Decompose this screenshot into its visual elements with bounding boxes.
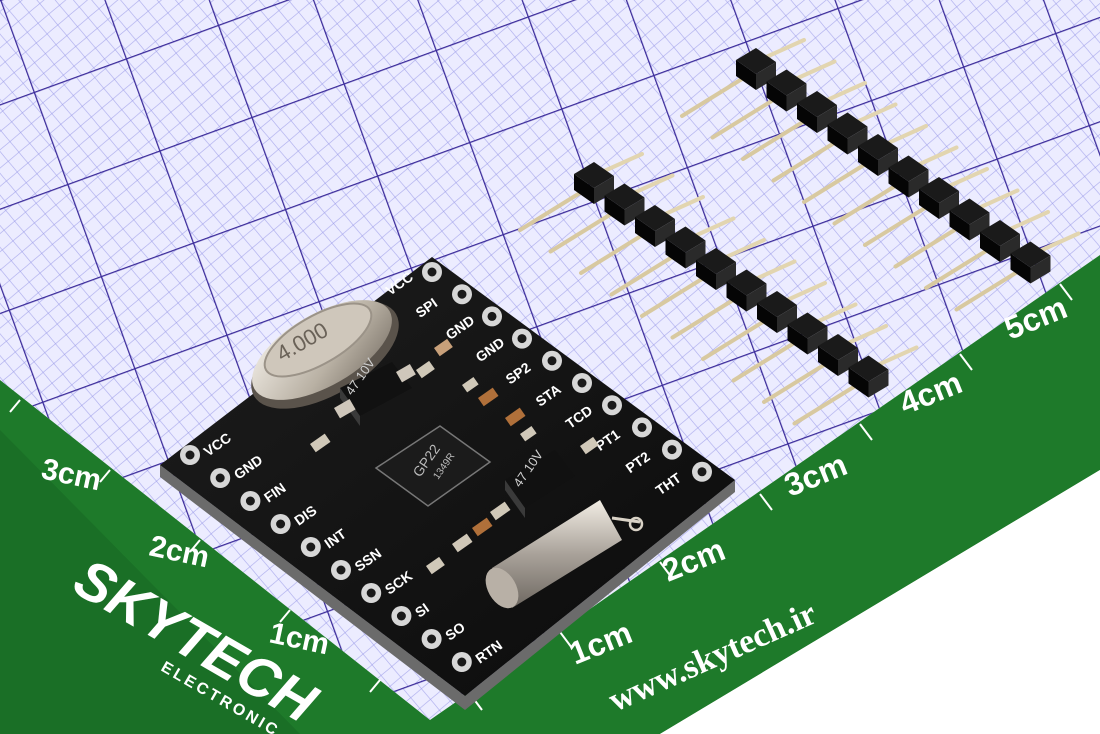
header-short-pin	[579, 195, 705, 275]
pad-hole	[245, 496, 255, 506]
crystal-32khz	[485, 500, 644, 609]
header-short-pin	[792, 345, 919, 426]
pad-hole	[607, 400, 617, 410]
header-short-pin	[609, 216, 736, 297]
pin-header-long	[680, 38, 1081, 312]
pad-hole	[306, 542, 316, 552]
pads-left	[180, 445, 472, 672]
pads-right	[422, 262, 712, 482]
pad-hole	[457, 289, 467, 299]
header-long-pin	[771, 102, 898, 183]
header-short-pin	[518, 152, 644, 232]
header-short-pin	[762, 324, 888, 404]
header-short-pin	[731, 302, 858, 383]
pad-hole	[667, 445, 677, 455]
smd-components	[310, 338, 599, 575]
tdc-gp22-chip: GP22 1349R	[374, 425, 492, 507]
pad-hole	[697, 467, 707, 477]
pad-hole	[276, 519, 286, 529]
ruler-right-ticks	[469, 283, 1073, 711]
header-long-pin	[802, 124, 928, 204]
pin-header-short	[518, 152, 919, 426]
pad-hole	[427, 634, 437, 644]
header-long-pin	[893, 188, 1020, 269]
pad-hole	[517, 334, 527, 344]
pad-hole	[547, 356, 557, 366]
crystal-4mhz: 4.000	[251, 300, 399, 409]
pad-hole	[336, 565, 346, 575]
ruler-right	[430, 255, 1100, 734]
header-long-pin	[954, 231, 1081, 312]
header-short-pin	[548, 173, 675, 254]
header-long-pin	[741, 81, 867, 161]
header-long-pin	[924, 210, 1050, 290]
pad-hole	[366, 588, 376, 598]
ruler-left-ticks	[9, 399, 381, 693]
header-short-pin	[670, 259, 797, 340]
header-long-pin	[710, 59, 837, 140]
pad-hole	[457, 657, 467, 667]
header-short-pin	[701, 281, 827, 361]
pad-hole	[637, 422, 647, 432]
pad-hole	[487, 311, 497, 321]
header-long-pin	[832, 145, 959, 226]
header-long-pin	[863, 167, 989, 247]
pad-hole	[427, 267, 437, 277]
header-long-pin	[680, 38, 806, 118]
pad-hole	[396, 611, 406, 621]
pad-hole	[215, 473, 225, 483]
white-surface-right	[660, 470, 1100, 734]
ruler-left-lower	[0, 430, 300, 734]
pad-hole	[185, 450, 195, 460]
header-short-pin	[640, 238, 766, 318]
pad-hole	[577, 378, 587, 388]
